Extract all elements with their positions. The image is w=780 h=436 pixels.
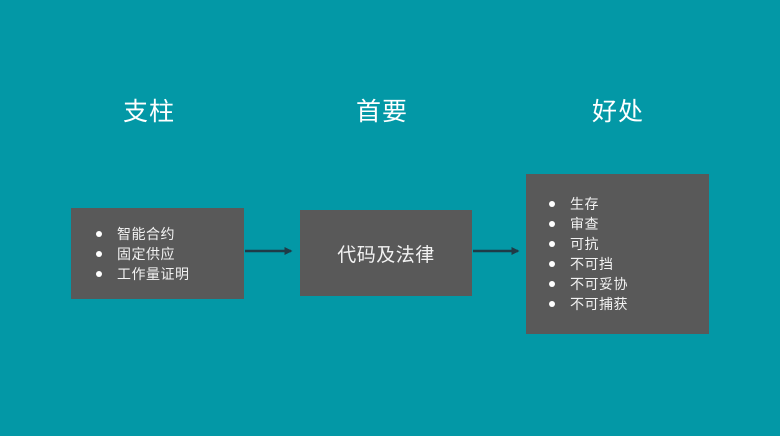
list-item: 不可挡 <box>546 254 709 274</box>
list-item: 固定供应 <box>93 244 244 264</box>
bullet-icon <box>96 230 102 237</box>
bullet-icon <box>549 261 555 267</box>
bullet-icon <box>549 201 555 207</box>
list-item: 工作量证明 <box>93 264 244 284</box>
bullet-icon <box>96 270 102 277</box>
pillars-list: 智能合约 固定供应 工作量证明 <box>93 224 244 284</box>
column-header-primary: 首要 <box>355 97 408 126</box>
list-item-label: 不可挡 <box>570 257 614 273</box>
pillars-box: 智能合约 固定供应 工作量证明 <box>71 208 244 299</box>
list-item-label: 审查 <box>570 217 599 233</box>
bullet-icon <box>549 241 555 247</box>
primary-box: 代码及法律 <box>300 210 472 296</box>
list-item: 可抗 <box>546 234 709 254</box>
list-item: 不可捕获 <box>546 294 709 314</box>
benefits-box: 生存 审查 可抗 不可挡 不可妥协 不可捕获 <box>526 174 709 334</box>
list-item-label: 固定供应 <box>117 246 175 263</box>
primary-box-label: 代码及法律 <box>337 243 435 266</box>
list-item: 生存 <box>546 194 709 214</box>
bullet-icon <box>549 281 555 287</box>
column-header-benefits: 好处 <box>591 97 644 126</box>
benefits-list: 生存 审查 可抗 不可挡 不可妥协 不可捕获 <box>546 194 709 314</box>
bullet-icon <box>549 301 555 307</box>
list-item: 不可妥协 <box>546 274 709 294</box>
list-item-label: 工作量证明 <box>117 266 190 283</box>
bullet-icon <box>96 250 102 257</box>
list-item-label: 生存 <box>570 197 599 213</box>
bullet-icon <box>549 221 555 227</box>
list-item: 审查 <box>546 214 709 234</box>
list-item-label: 智能合约 <box>117 226 175 243</box>
column-header-pillars: 支柱 <box>122 97 175 126</box>
list-item-label: 不可妥协 <box>570 277 628 293</box>
list-item-label: 可抗 <box>570 237 599 253</box>
list-item: 智能合约 <box>93 224 244 244</box>
list-item-label: 不可捕获 <box>570 297 628 313</box>
